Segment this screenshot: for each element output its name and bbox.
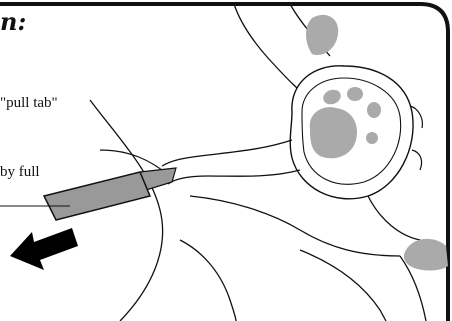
body-outline-leg-2 xyxy=(300,250,386,321)
body-outline-upper xyxy=(162,140,292,166)
instruction-line-2: by full xyxy=(0,161,58,184)
body-outline-leg xyxy=(180,240,236,321)
pull-tab xyxy=(44,172,150,220)
instruction-line-1: "pull tab" xyxy=(0,92,58,115)
body-outline-belly xyxy=(90,100,163,321)
arrow-left-icon xyxy=(10,228,78,270)
instruction-heading: n: xyxy=(0,10,26,34)
body-outline-lower xyxy=(168,170,300,184)
instruction-text: "pull tab" by full xyxy=(0,46,58,230)
gray-spot-top xyxy=(306,15,338,55)
gray-spot-bottom xyxy=(404,239,448,271)
body-outline-side xyxy=(190,196,400,256)
